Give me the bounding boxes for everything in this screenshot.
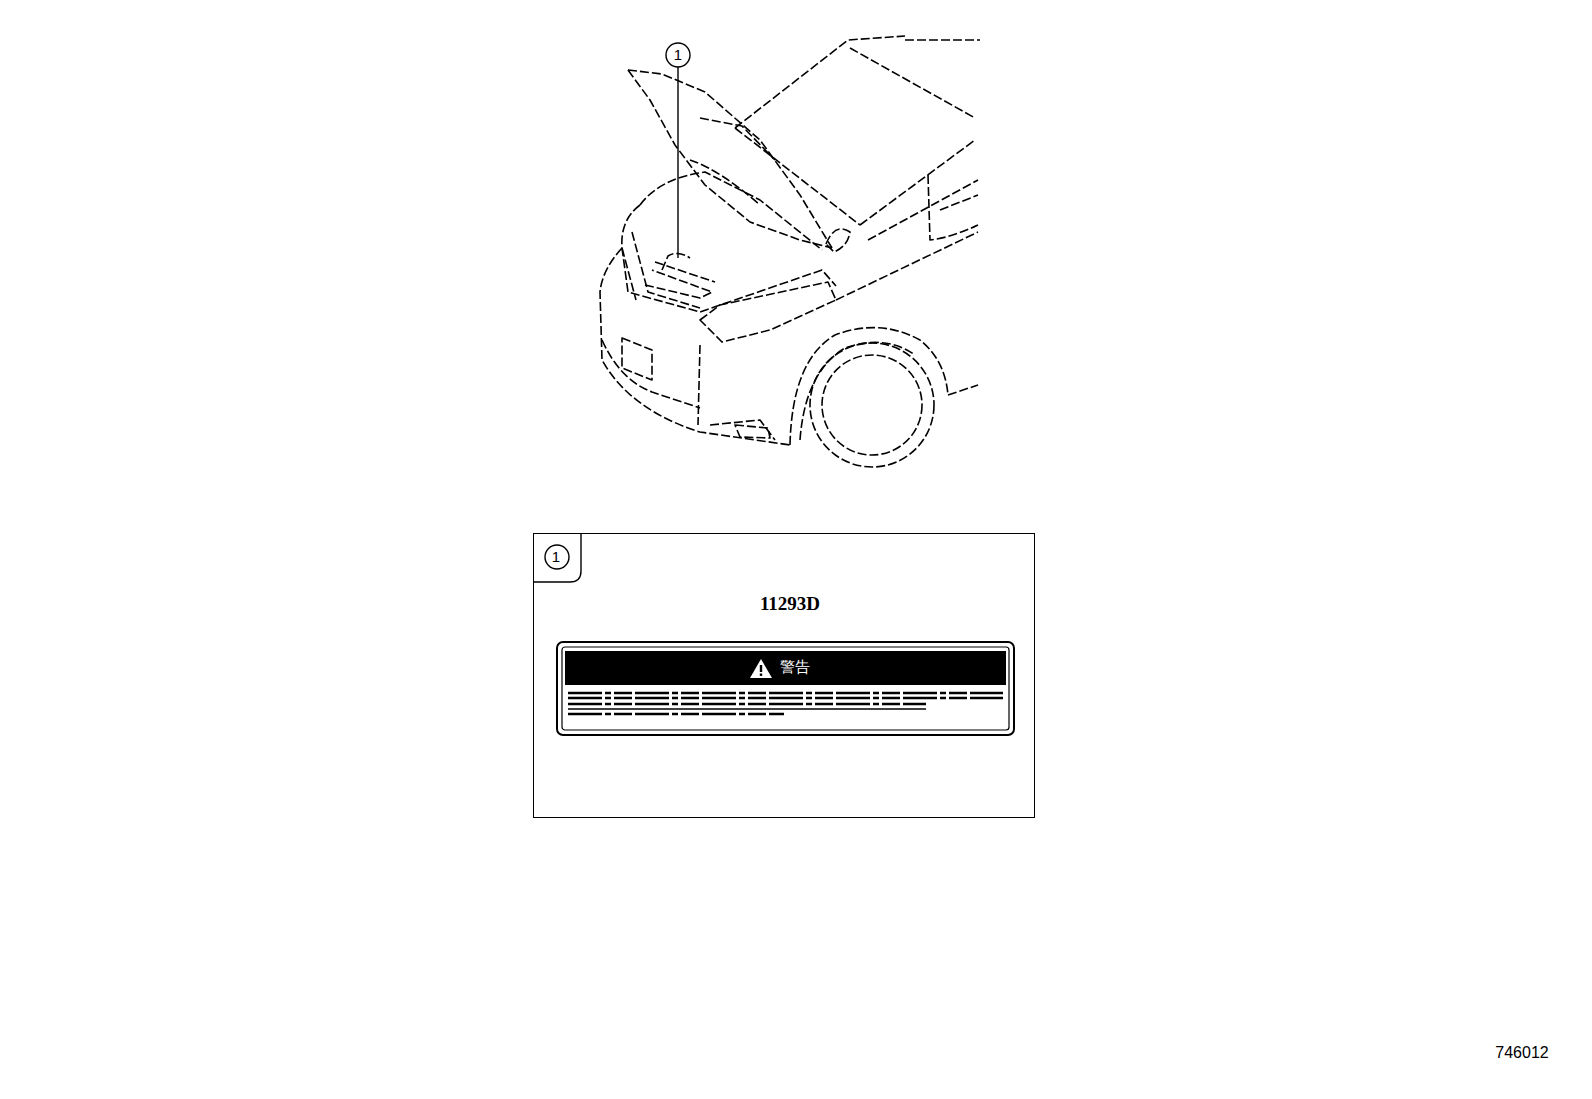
detail-panel: 1 警告 (533, 533, 1035, 818)
label-face (558, 643, 1017, 738)
warning-heading: 警告 (780, 659, 810, 674)
part-number: 11293D (760, 594, 820, 613)
callout-number: 1 (674, 47, 682, 62)
figure-number: 746012 (1495, 1045, 1548, 1061)
callout-number: 1 (552, 549, 560, 564)
warning-label: 警告 (556, 641, 1015, 736)
